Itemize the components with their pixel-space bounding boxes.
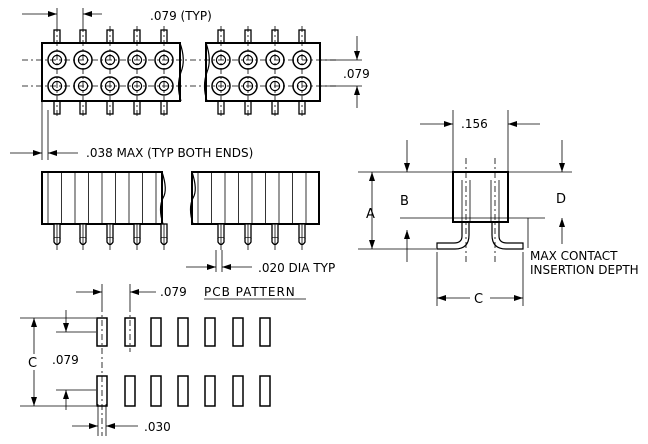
end-width-label: .156 <box>461 117 488 131</box>
pcb-pad <box>96 317 108 347</box>
pcb-title: PCB PATTERN <box>204 285 296 299</box>
dim-a-label: A <box>366 207 375 222</box>
note-line-1: MAX CONTACT <box>530 249 618 263</box>
pin-dia-label: .020 DIA TYP <box>258 261 335 275</box>
side-view: .020 DIA TYP <box>41 171 335 275</box>
pcb-pad <box>150 375 162 407</box>
pcb-pattern: .079 PCB PATTERN C .079 .030 <box>20 284 306 436</box>
pcb-row-spacing-label: .079 <box>52 353 79 367</box>
pcb-pad <box>150 317 162 347</box>
pcb-pad <box>204 375 216 407</box>
pcb-pad-width-label: .030 <box>144 420 171 434</box>
pcb-pad <box>232 375 244 407</box>
pcb-dim-c-label: C <box>28 356 37 371</box>
dim-d-label: D <box>556 192 566 207</box>
pitch-label: .079 (TYP) <box>150 9 212 23</box>
end-view: .156 A B D MAX <box>358 110 639 307</box>
row-spacing-label: .079 <box>343 67 370 81</box>
pcb-pad <box>124 317 136 347</box>
pcb-pad <box>204 317 216 347</box>
pcb-pitch-label: .079 <box>160 285 187 299</box>
pcb-pad <box>124 375 136 407</box>
dim-c-end-label: C <box>474 292 483 307</box>
dim-b-label: B <box>400 194 409 209</box>
top-view: .079 (TYP) .079 .038 MAX (TYP BOTH ENDS) <box>10 8 370 160</box>
overhang-label: .038 MAX (TYP BOTH ENDS) <box>86 146 253 160</box>
pcb-pad <box>177 317 189 347</box>
note-line-2: INSERTION DEPTH <box>530 263 639 277</box>
pcb-pad <box>259 317 271 347</box>
pcb-pad <box>177 375 189 407</box>
pcb-pad <box>232 317 244 347</box>
pcb-pad <box>259 375 271 407</box>
